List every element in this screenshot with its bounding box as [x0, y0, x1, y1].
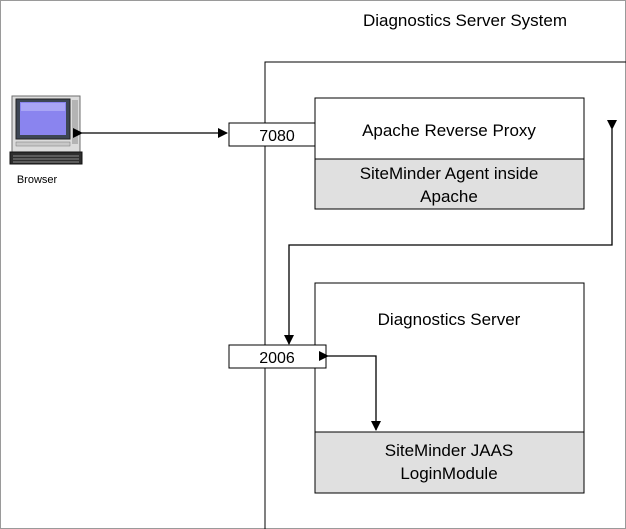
- diagnostics-server-title: Diagnostics Server: [378, 310, 521, 329]
- system-title: Diagnostics Server System: [363, 11, 567, 30]
- browser-label: Browser: [17, 174, 58, 186]
- port-2006-label: 2006: [259, 350, 295, 367]
- port-jaas-connector: [319, 351, 381, 431]
- jaas-login-module-box: [314, 431, 585, 494]
- diagnostics-server-box: [314, 282, 585, 433]
- system-boundary: [264, 61, 626, 529]
- jaas-line2: LoginModule: [400, 464, 497, 483]
- apache-proxy-title: Apache Reverse Proxy: [362, 121, 536, 140]
- siteminder-agent-line1: SiteMinder Agent inside: [360, 164, 539, 183]
- computer-icon: [9, 95, 83, 165]
- jaas-line1: SiteMinder JAAS: [385, 441, 514, 460]
- siteminder-agent-line2: Apache: [420, 187, 478, 206]
- proxy-server-connector: [284, 120, 617, 345]
- port-7080-label: 7080: [259, 128, 295, 145]
